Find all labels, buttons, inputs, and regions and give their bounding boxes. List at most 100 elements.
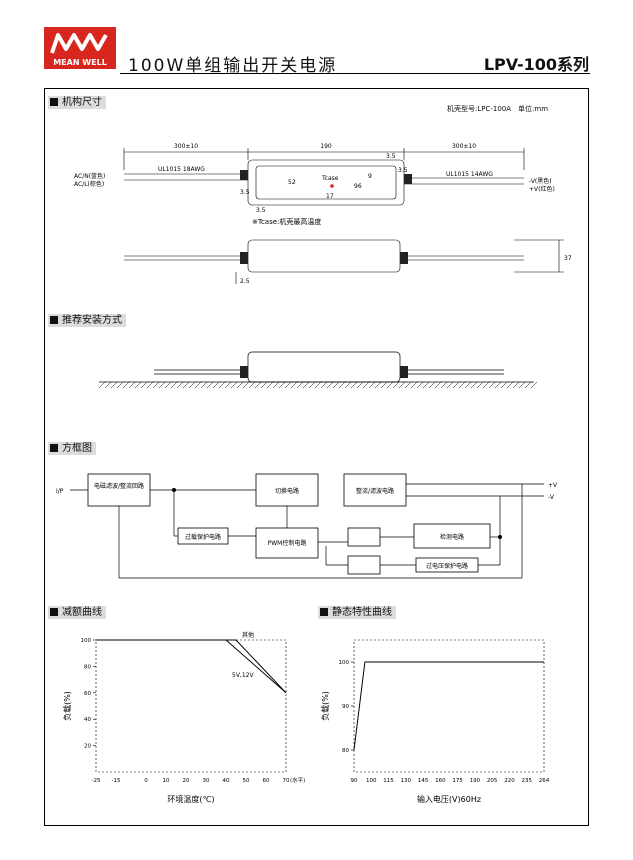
section-derating: 减额曲线 [48,606,106,619]
meanwell-logo: MEAN WELL [44,27,116,69]
y-tick-label: 80 [342,748,349,754]
header-rule [120,73,590,74]
section-mechanical: 机构尺寸 [48,96,106,109]
y-tick-label: 100 [339,660,350,666]
svg-text:UL1015 18AWG: UL1015 18AWG [158,166,205,173]
svg-text:※Tcase:机壳最高温度: ※Tcase:机壳最高温度 [252,217,321,226]
plot-area [95,639,287,773]
svg-text:300±10: 300±10 [174,143,198,150]
x-tick-label: 50 [243,778,250,784]
x-tick-label: 20 [183,778,190,784]
series-line-0 [96,639,287,694]
x-tick-label: 175 [452,778,463,784]
x-tick-label: 60 [263,778,270,784]
x-unit-label: (水平) [290,776,305,784]
plot-area [353,639,545,773]
y-tick-label: 100 [81,638,92,644]
x-tick-label: 30 [203,778,210,784]
case-info: 机壳型号:LPC-100A 单位:mm [447,105,549,113]
svg-text:2.5: 2.5 [240,278,250,285]
x-tick-label: 70 [283,778,290,784]
svg-text:+V: +V [548,482,558,489]
x-tick-label: 160 [435,778,446,784]
x-tick-label: 190 [470,778,481,784]
svg-text:UL1015 14AWG: UL1015 14AWG [446,171,493,178]
series-line-0 [353,661,544,751]
svg-text:37: 37 [564,255,572,262]
svg-text:17: 17 [326,193,334,200]
svg-text:MEAN WELL: MEAN WELL [53,58,107,67]
square-bullet-icon [50,608,58,616]
y-tick-label: 40 [84,717,91,723]
series-line-1 [96,639,287,694]
x-tick-label: 205 [487,778,498,784]
square-bullet-icon [50,98,58,106]
svg-text:190: 190 [320,143,332,150]
x-tick-label: 90 [351,778,358,784]
svg-text:I/P: I/P [56,488,64,495]
square-bullet-icon [50,316,58,324]
block-diagram: I/P 电磁滤波/整流回路 切换电路 整流/滤波电路 过载保护电路 PWM控制电… [56,473,558,579]
svg-text:3.5: 3.5 [256,207,266,214]
section-block-diagram: 方框图 [48,442,96,455]
x-tick-label: 264 [539,778,550,784]
x-tick-label: 100 [366,778,377,784]
y-tick-label: 80 [84,664,91,670]
derating-chart: -25 -15 0 10 20 30 40 50 60 70 20 40 60 80 100 环境温度(℃) 负… [62,631,305,804]
emi-filter-block [87,473,151,507]
x-tick-label: -15 [112,778,121,784]
x-tick-label: 10 [163,778,170,784]
optocoupler-2 [347,555,381,575]
mechanical-drawing: 300±10 190 300±10 3.5 UL1015 18AWG UL101… [74,143,572,285]
svg-text:52: 52 [288,179,296,186]
square-bullet-icon [50,444,58,452]
svg-text:整流/滤波电路: 整流/滤波电路 [356,487,394,495]
y-tick-label: 20 [84,744,91,750]
svg-text:切换电路: 切换电路 [275,487,299,495]
svg-text:-V(黑色): -V(黑色) [529,177,552,185]
svg-text:PWM控制电路: PWM控制电路 [268,539,307,547]
x-axis-title: 环境温度(℃) [167,794,214,804]
x-axis-title: 输入电压(V)60Hz [417,794,481,804]
square-bullet-icon [320,608,328,616]
optocoupler-1 [347,527,381,547]
svg-text:电磁滤波/整流回路: 电磁滤波/整流回路 [94,482,144,490]
y-axis-title: 负载(%) [62,691,72,721]
svg-text:AC/N(蓝色): AC/N(蓝色) [74,172,105,180]
x-tick-label: 115 [383,778,394,784]
detect-block [413,523,491,549]
content-frame [44,88,589,826]
svg-text:3.5: 3.5 [398,167,408,174]
svg-text:过载保护电路: 过载保护电路 [185,533,221,541]
x-tick-label: 145 [418,778,429,784]
x-tick-label: -25 [92,778,101,784]
x-tick-label: 130 [401,778,412,784]
svg-text:Tcase: Tcase [321,175,339,182]
static-chart: 90 100 115 130 145 160 175 190 205 220 235 264 80 90 1… [320,639,550,804]
series-title: LPV-100系列 [483,55,589,74]
svg-text:过电压保护电路: 过电压保护电路 [426,562,468,570]
annotation-5v12v: 5V,12V [232,672,254,679]
svg-text:-V: -V [548,494,555,501]
y-tick-label: 60 [84,691,91,697]
svg-text:+V(红色): +V(红色) [529,185,555,193]
svg-text:检测电路: 检测电路 [440,533,464,541]
svg-text:300±10: 300±10 [452,143,476,150]
svg-text:AC/L(棕色): AC/L(棕色) [74,180,104,188]
svg-text:9: 9 [368,173,372,180]
annotation-other: 其他 [242,631,254,639]
page-title: 100W单组输出开关电源 [128,56,338,76]
svg-text:96: 96 [354,183,362,190]
x-tick-label: 220 [504,778,515,784]
x-tick-label: 0 [144,778,148,784]
section-static: 静态特性曲线 [318,606,396,619]
svg-text:3.5: 3.5 [240,189,250,196]
switch-block [255,473,319,507]
x-tick-label: 235 [521,778,532,784]
y-tick-label: 90 [342,704,349,710]
section-mounting: 推荐安装方式 [48,314,126,327]
mounting-drawing [98,351,538,389]
svg-text:3.5: 3.5 [386,153,396,160]
pwm-block [255,527,319,559]
x-tick-label: 40 [223,778,230,784]
